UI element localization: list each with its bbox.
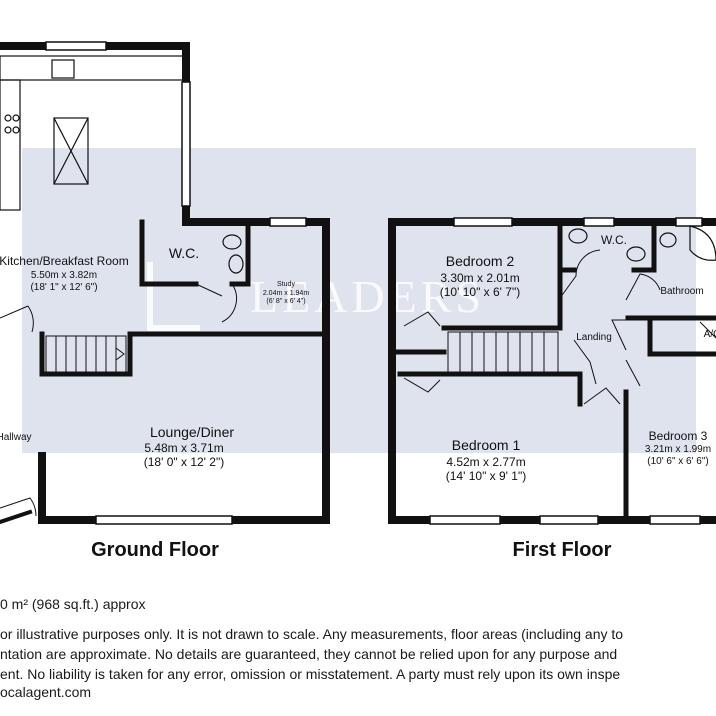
lounge-metric: 5.48m x 3.71m (144, 441, 223, 455)
disclaimer-line-2: ntation are approximate. No details are … (0, 646, 618, 662)
kitchen-imperial: (18' 1" x 12' 6") (30, 282, 97, 293)
watermark-band (22, 148, 696, 453)
bedroom1-name: Bedroom 1 (452, 437, 521, 453)
ground-wc-name: W.C. (169, 245, 199, 261)
hallway-name: Hallway (0, 432, 32, 443)
kitchen-name: Kitchen/Breakfast Room (0, 254, 129, 268)
watermark-text: LEADERS (250, 271, 485, 322)
first-wc-name: W.C. (601, 233, 627, 247)
ground-doors (0, 283, 238, 517)
study-imperial: (6' 8" x 6' 4") (266, 298, 305, 305)
website-link[interactable]: ocalagent.com (0, 684, 92, 700)
bedroom1-imperial: (14' 10" x 9' 1") (446, 469, 526, 483)
bedroom3-imperial: (10' 6" x 6' 6") (647, 456, 709, 467)
bedroom3-metric: 3.21m x 1.99m (645, 444, 711, 455)
ac-name: A/C (704, 329, 716, 340)
lounge-imperial: (18' 0" x 12' 2") (144, 455, 224, 469)
first-floor-title: First Floor (513, 539, 612, 561)
kitchen-metric: 5.50m x 3.82m (31, 270, 97, 281)
study-metric: 2.04m x 1.94m (263, 290, 309, 297)
bedroom3-name: Bedroom 3 (649, 429, 708, 443)
bedroom2-name: Bedroom 2 (446, 253, 515, 269)
study-name: Study (277, 281, 295, 288)
disclaimer-line-3: ent. No liability is taken for any error… (0, 666, 621, 682)
ground-wc-fittings (222, 234, 244, 274)
ground-floor-windows (45, 41, 307, 525)
first-floor-windows (429, 217, 703, 525)
bedroom1-metric: 4.52m x 2.77m (446, 455, 525, 469)
lounge-name: Lounge/Diner (150, 424, 234, 440)
disclaimer-line-1: or illustrative purposes only. It is not… (0, 626, 624, 642)
landing-name: Landing (576, 332, 612, 343)
kitchen-fittings (0, 55, 187, 211)
total-area-text: 0 m² (968 sq.ft.) approx (0, 596, 146, 612)
first-stairs (447, 331, 559, 373)
bedroom2-imperial: (10' 10" x 6' 7") (440, 285, 520, 299)
bathroom-name: Bathroom (660, 286, 703, 297)
ground-stairs (45, 335, 127, 373)
bedroom2-metric: 3.30m x 2.01m (440, 271, 519, 285)
first-doors (403, 249, 716, 405)
ground-floor-title: Ground Floor (91, 539, 219, 561)
